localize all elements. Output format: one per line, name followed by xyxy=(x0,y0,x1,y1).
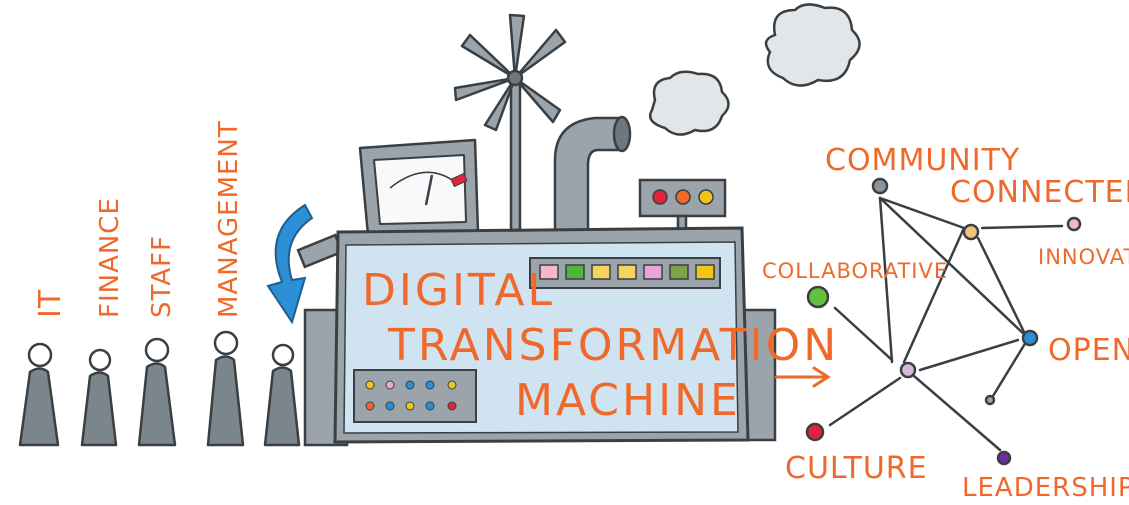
node-label-collaborative: COLLABORATIVE xyxy=(762,259,948,283)
machine-title-line3: MACHINE xyxy=(515,375,741,426)
feed-arrow-icon xyxy=(266,203,314,325)
signal-lights-icon xyxy=(638,178,727,236)
node-small-dot xyxy=(984,394,996,406)
network-nodes xyxy=(805,177,1082,466)
exhaust-pipe-icon xyxy=(553,115,632,234)
cloud-icon xyxy=(764,3,861,87)
node-connected-dot xyxy=(962,223,980,241)
node-label-open: OPEN xyxy=(1048,333,1129,368)
windmill-icon xyxy=(453,13,567,232)
node-open-dot xyxy=(1021,329,1039,347)
people-group xyxy=(18,330,301,447)
person-icon xyxy=(206,330,245,447)
node-community-dot xyxy=(871,177,889,195)
node-label-leadership: LEADERSHIP xyxy=(962,473,1129,503)
node-label-community: COMMUNITY xyxy=(825,143,1020,178)
node-label-innovation: INNOVATION xyxy=(1038,245,1129,269)
machine-title-line1: DIGITAL xyxy=(362,265,555,316)
machine: DIGITAL TRANSFORMATION MACHINE xyxy=(296,3,861,447)
group-label-staff: STAFF xyxy=(147,235,177,318)
node-culture-dot xyxy=(805,422,825,442)
node-innovation-dot xyxy=(1066,216,1082,232)
group-label-it: IT xyxy=(33,289,68,318)
cloud-icon xyxy=(648,70,730,136)
person-icon xyxy=(18,342,60,447)
node-label-culture: CULTURE xyxy=(785,451,928,486)
control-buttons-panel xyxy=(529,257,721,289)
group-label-management: MANAGEMENT xyxy=(214,120,244,318)
machine-title-line2: TRANSFORMATION xyxy=(387,320,839,371)
network-edges xyxy=(828,196,1064,452)
indicator-dots-panel xyxy=(353,369,477,423)
node-label-connected: CONNECTED xyxy=(950,175,1129,210)
output-arrow-icon xyxy=(774,366,831,388)
gauge-icon xyxy=(358,138,480,237)
person-icon xyxy=(137,337,177,447)
node-collaborative-dot xyxy=(806,285,830,309)
node-center-dot xyxy=(899,361,917,379)
person-icon xyxy=(263,343,301,447)
machine-lever xyxy=(296,233,344,269)
node-leadership-dot xyxy=(996,450,1012,466)
person-icon xyxy=(80,348,118,447)
group-label-finance: FINANCE xyxy=(95,197,125,318)
